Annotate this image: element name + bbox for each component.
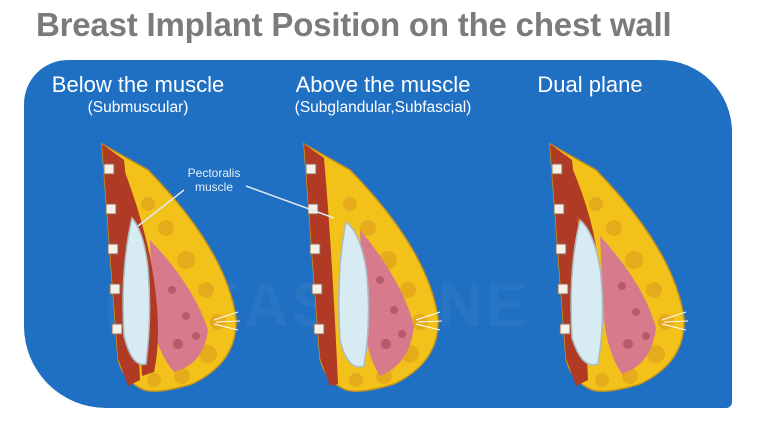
pointer-to-submuscular-muscle — [138, 190, 184, 226]
pointer-to-subglandular-muscle — [246, 186, 334, 218]
